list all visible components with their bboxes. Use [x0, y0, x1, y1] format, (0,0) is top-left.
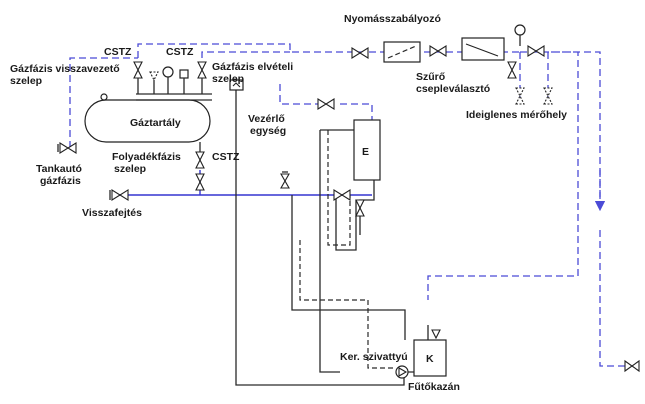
liquid-line-refill [112, 170, 372, 196]
pipe-main [235, 86, 406, 386]
boiler-valve-icon [431, 329, 441, 340]
evap-drain-valve-icon [355, 199, 365, 210]
label-gas-return-1: Gázfázis visszavezető [10, 63, 120, 75]
label-liquid-valve-2: szelep [114, 163, 146, 175]
label-filter-1: Szűrő [416, 71, 445, 83]
label-gas-return-2: szelep [10, 75, 42, 87]
label-control-2: egység [250, 125, 286, 137]
gas-line-control [279, 84, 373, 120]
label-temp-meters: Ideiglenes mérőhely [466, 109, 567, 121]
label-tank: Gáztartály [130, 117, 181, 129]
label-boiler: Fűtőkazán [408, 381, 460, 393]
label-cstz-liquid: CSTZ [212, 151, 240, 163]
cstz-valve-right-icon [197, 61, 207, 72]
vent-valve-icon [280, 173, 290, 183]
evap-inlet-valve-icon [333, 189, 344, 201]
label-filter-2: csepleválasztó [416, 83, 490, 95]
label-boiler-box: K [426, 353, 434, 365]
boiler-box [413, 339, 447, 377]
control-unit-box [229, 79, 244, 91]
outlet-valve-icon [624, 359, 633, 373]
refill-valve-icon [111, 189, 122, 201]
regulator-in-valve-icon [429, 45, 440, 57]
label-cstz-mid: CSTZ [166, 46, 194, 58]
temp-meter-valve-2-icon [543, 87, 553, 98]
label-gas-outlet-1: Gázfázis elvételi [212, 61, 293, 73]
label-refill: Visszafejtés [82, 207, 142, 219]
liquid-valve-bottom-icon [195, 173, 205, 184]
top-line-valve-icon [351, 47, 362, 59]
label-cstz-left: CSTZ [104, 46, 132, 58]
regulator-gauge-icon [514, 24, 526, 36]
filter-separator [383, 41, 421, 63]
tank-dome-icon [100, 93, 108, 101]
meter-branch-valve-icon [507, 61, 517, 72]
gas-line-top-loop [69, 43, 625, 367]
label-gas-outlet-2: szelep [212, 73, 244, 85]
label-truck-1: Tankautó [36, 163, 82, 175]
label-liquid-valve-1: Folyadékfázis [112, 151, 181, 163]
regulator-out-valve-icon [527, 45, 538, 57]
temp-meter-valve-1-icon [515, 87, 525, 98]
return-line-1 [299, 130, 394, 369]
cstz-valve-left-icon [133, 61, 143, 72]
label-truck-2: gázfázis [40, 175, 81, 187]
level-gauge-icon [179, 69, 189, 79]
gas-line-to-meters [519, 52, 549, 100]
label-evaporator: E [362, 146, 369, 158]
evaporator [353, 119, 381, 181]
label-pump: Ker. szivattyú [340, 351, 408, 363]
safety-valve-icon [149, 71, 159, 82]
gas-line-outlet [201, 51, 290, 58]
truck-gas-valve-icon [59, 142, 70, 154]
pressure-gauge-icon [162, 66, 174, 78]
pressure-regulator [461, 37, 505, 61]
control-line-valve-icon [317, 98, 328, 110]
label-regulator: Nyomásszabályozó [344, 13, 441, 25]
label-control-1: Vezérlő [248, 113, 285, 125]
